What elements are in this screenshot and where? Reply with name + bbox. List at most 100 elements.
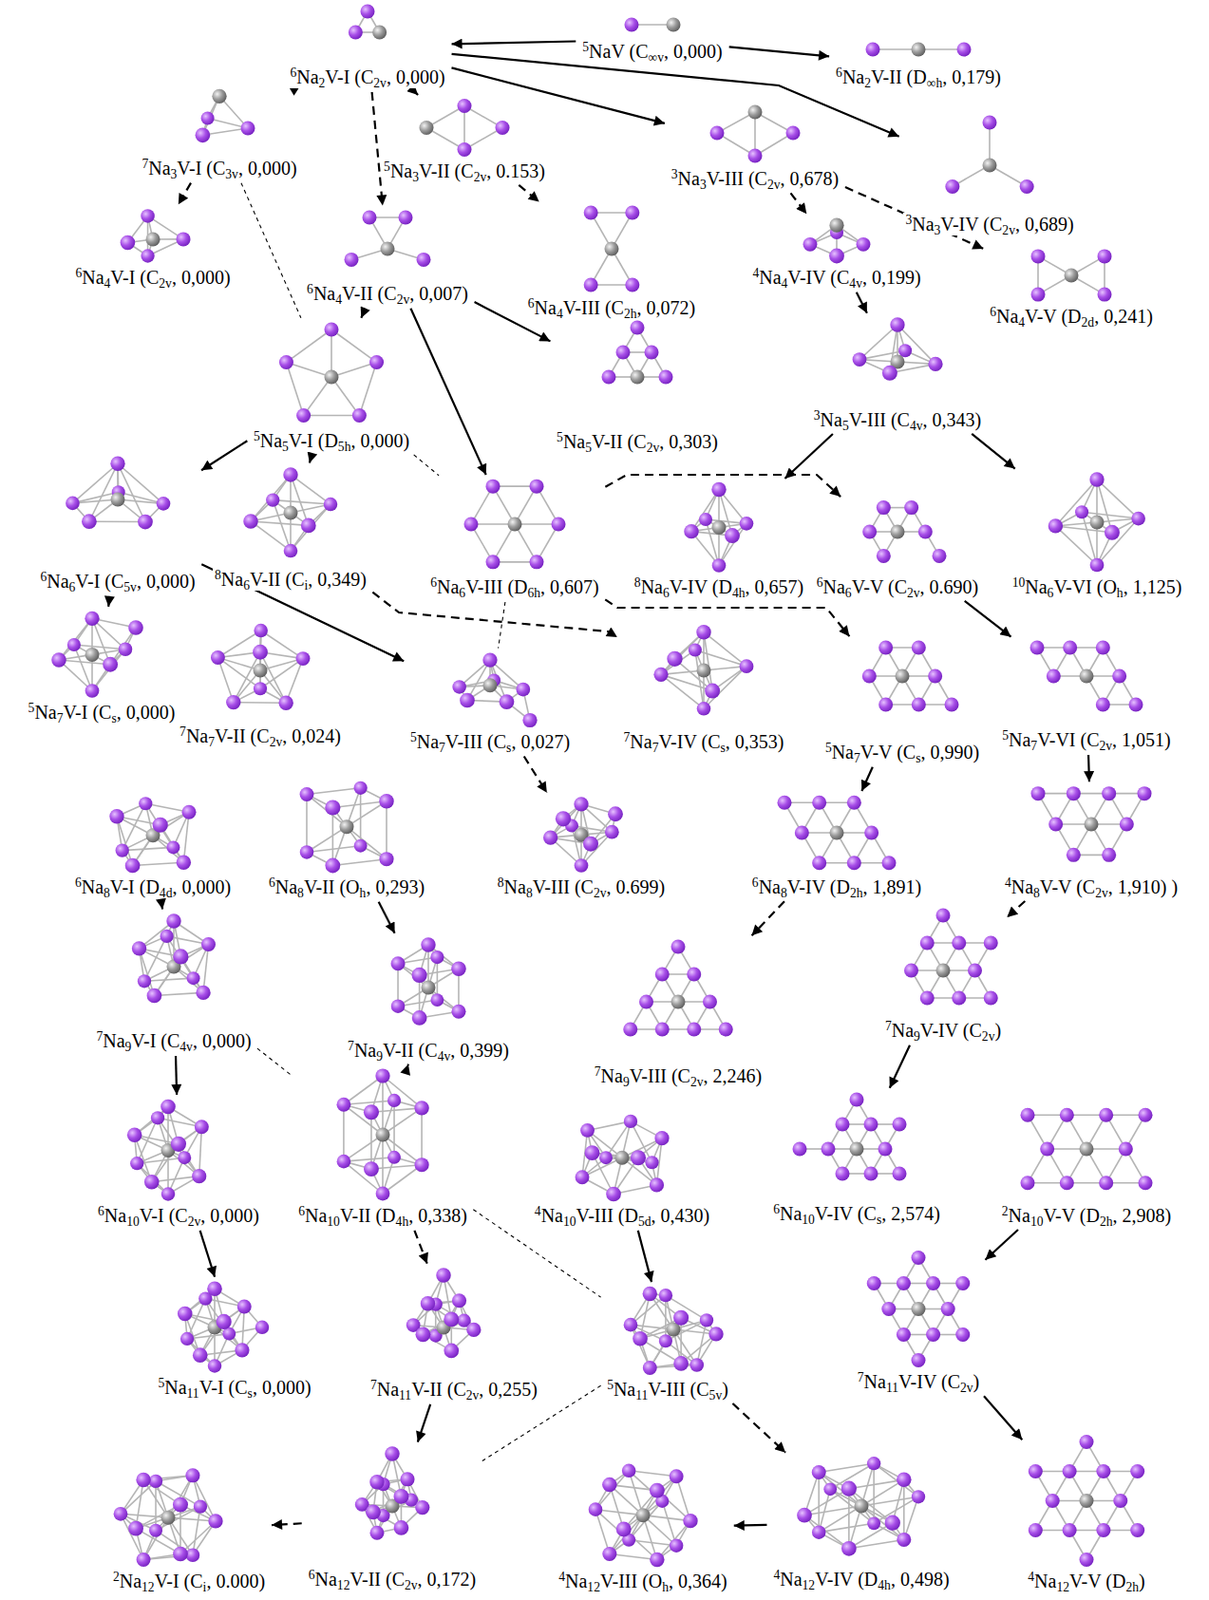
label-part: V-III (C [445, 731, 507, 753]
sodium-atom [1020, 1175, 1036, 1191]
cluster-label: 7Na7V-II (C2v, 0,024) [177, 724, 343, 748]
sodium-atom [486, 554, 501, 569]
label-part: 6 [298, 1204, 305, 1219]
sodium-atom [1039, 1142, 1055, 1157]
label-part: , 0,689) [1015, 213, 1075, 235]
sodium-atom [925, 1276, 941, 1291]
bond [859, 324, 898, 360]
sodium-atom [1059, 1175, 1075, 1191]
sodium-atom [296, 651, 311, 666]
label-part: V-I (C [139, 1205, 189, 1227]
sodium-atom [982, 115, 998, 131]
sodium-atom [166, 840, 180, 854]
label-part: , 0,000) [238, 157, 298, 179]
sodium-atom [237, 1300, 252, 1315]
sodium-atom [632, 1331, 648, 1347]
label-part: 7 [56, 711, 64, 726]
sodium-atom [1048, 817, 1063, 832]
bond [285, 362, 303, 416]
cluster-node: 6Na4V-II (C2v, 0,007) [302, 207, 473, 306]
bond [595, 1471, 629, 1511]
sodium-atom [354, 781, 368, 795]
sodium-atom [624, 18, 640, 33]
sodium-atom [1059, 1108, 1075, 1123]
cluster-structure [1020, 1108, 1153, 1191]
sodium-atom [892, 1166, 907, 1181]
vanadium-atom [376, 1128, 391, 1143]
cluster-node: 6Na4V-I (C2v, 0,000) [71, 207, 234, 290]
cluster-structure [348, 4, 387, 40]
label-part: h [359, 886, 367, 901]
cluster-structure [464, 479, 567, 570]
bond [72, 463, 118, 504]
sodium-atom [911, 640, 926, 655]
bond [120, 1513, 144, 1560]
label-part: 4 [104, 276, 112, 291]
sodium-atom [296, 408, 311, 423]
label-part: s [915, 751, 921, 766]
sodium-atom [602, 1477, 617, 1493]
vanadium-atom [1083, 816, 1098, 832]
cluster-node: 5Na11V-III (C5v) [603, 1284, 733, 1402]
label-part: , 2,574) [881, 1203, 941, 1225]
label-part: 2 [113, 1569, 120, 1585]
sodium-atom [362, 209, 378, 225]
label-part: 3 [412, 170, 419, 185]
bond [420, 1108, 423, 1166]
label-part: 4v [849, 276, 863, 291]
label-part: 9 [623, 1075, 630, 1090]
sodium-atom [186, 1548, 201, 1563]
vanadium-atom [372, 24, 387, 39]
bond [370, 1112, 373, 1170]
label-part: 3 [699, 177, 707, 192]
sodium-atom [137, 974, 152, 988]
bond [144, 936, 168, 982]
sodium-atom [1095, 1523, 1111, 1538]
sodium-atom [654, 1131, 669, 1146]
sodium-atom [615, 345, 630, 360]
sodium-atom [659, 1334, 673, 1348]
solid-arrow [378, 902, 396, 934]
solid-arrow [734, 1524, 768, 1528]
bond [343, 1157, 395, 1162]
sodium-atom [655, 967, 670, 983]
dashed-arrow [524, 756, 548, 794]
sodium-atom [451, 962, 466, 977]
cluster-label: 6Na12V-II (C2v, 0,172) [306, 1567, 479, 1591]
sodium-atom [283, 467, 298, 482]
bond [192, 1475, 216, 1522]
sodium-atom [140, 208, 155, 224]
label-part: 2 [864, 75, 871, 91]
label-part: Na [996, 305, 1019, 327]
label-part: V-II (C [341, 283, 397, 304]
bond [343, 1100, 395, 1105]
sodium-atom [207, 1281, 223, 1297]
sodium-atom [983, 936, 999, 951]
label-part: Na [186, 725, 208, 747]
sodium-atom [486, 479, 501, 494]
label-part: 6 [268, 875, 276, 890]
cluster-label: 6Na8V-I (D4d, 0,000) [73, 875, 233, 899]
sodium-atom [876, 500, 891, 515]
sodium-atom [1031, 786, 1046, 801]
label-part: Na [1024, 576, 1047, 598]
cluster-node: 5Na11V-I (Cs, 0,000) [153, 1280, 315, 1400]
sodium-atom [187, 971, 201, 985]
cluster-structure [584, 206, 641, 293]
label-part: 6 [97, 1204, 105, 1219]
sodium-atom [918, 525, 933, 540]
sodium-atom [1030, 640, 1045, 655]
label-part: 4 [781, 276, 789, 291]
cluster-node: 7Na7V-II (C2v, 0,024) [175, 622, 345, 749]
sodium-atom [499, 694, 515, 710]
bond [122, 847, 174, 851]
label-part: 5v [709, 1388, 723, 1403]
label-part: , 0,349) [307, 568, 367, 590]
sodium-atom [821, 1142, 836, 1157]
sodium-atom [195, 127, 211, 143]
label-part: 4 [1018, 315, 1025, 330]
label-part: V-VI (C [1037, 729, 1099, 751]
sodium-atom [166, 913, 181, 928]
sodium-atom [1066, 786, 1081, 801]
